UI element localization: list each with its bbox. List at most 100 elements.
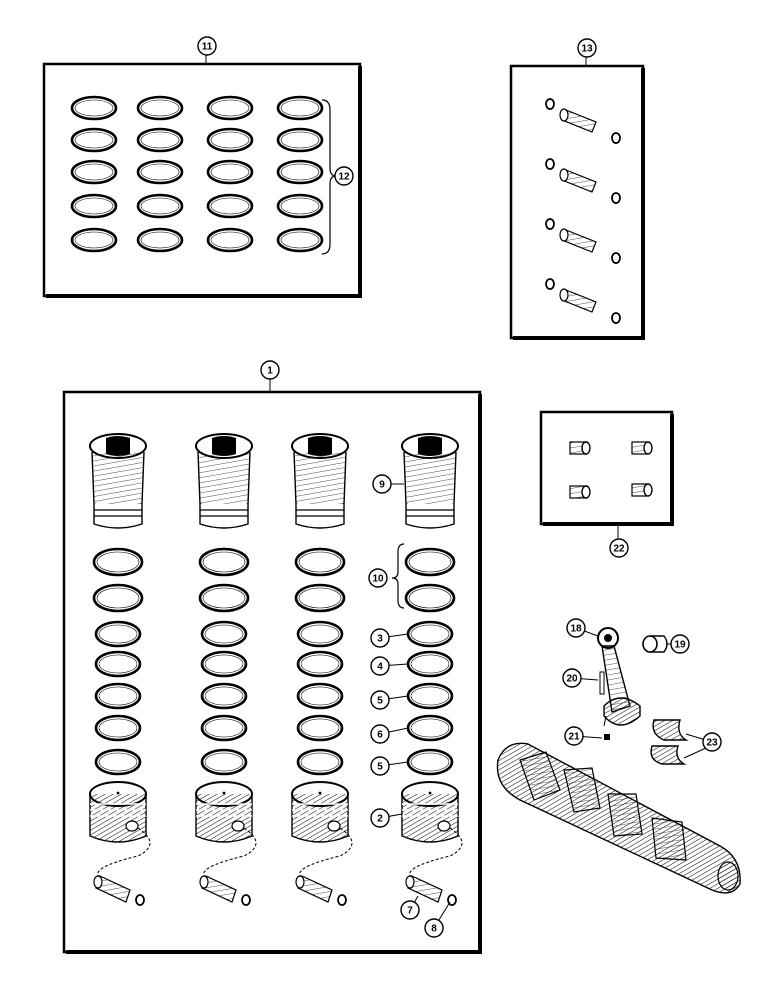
piston-ring bbox=[276, 193, 324, 219]
piston-ring bbox=[94, 620, 142, 648]
piston-ring bbox=[200, 682, 248, 710]
piston bbox=[89, 781, 147, 843]
piston-ring bbox=[276, 159, 324, 185]
piston-ring bbox=[70, 159, 118, 185]
snap-ring bbox=[611, 252, 621, 264]
piston-pin bbox=[559, 228, 597, 253]
piston-ring bbox=[136, 193, 184, 219]
rod-bushing bbox=[642, 635, 668, 653]
callout-label: 21 bbox=[568, 732, 580, 743]
piston-ring bbox=[70, 193, 118, 219]
piston-ring bbox=[276, 227, 324, 253]
piston-pin bbox=[405, 875, 443, 903]
piston-ring bbox=[206, 227, 254, 253]
callout-label: 4 bbox=[377, 662, 383, 673]
callout-7: 7 bbox=[400, 895, 420, 920]
piston-ring bbox=[296, 620, 344, 648]
bushing-set-panel bbox=[539, 410, 674, 538]
sleeve-seal-ring bbox=[92, 583, 144, 613]
piston-ring-set-panel bbox=[42, 54, 362, 298]
callout-label: 2 bbox=[377, 814, 383, 825]
callout-5: 5 bbox=[370, 756, 409, 776]
piston-ring bbox=[206, 159, 254, 185]
sleeve-seal-ring bbox=[198, 583, 250, 613]
piston-ring bbox=[136, 227, 184, 253]
piston-pin-set-panel bbox=[509, 56, 645, 340]
callout-label: 8 bbox=[431, 924, 437, 935]
piston-ring bbox=[70, 127, 118, 153]
piston-ring bbox=[276, 95, 324, 121]
snap-ring bbox=[447, 894, 457, 906]
callout-20: 20 bbox=[562, 668, 599, 688]
piston-pin bbox=[559, 288, 597, 313]
piston-ring bbox=[70, 227, 118, 253]
callout-23: 23 bbox=[685, 732, 722, 752]
callout-label: 7 bbox=[407, 906, 413, 917]
callout-19: 19 bbox=[666, 634, 690, 654]
callout-label: 12 bbox=[338, 172, 350, 183]
callout-label: 10 bbox=[372, 574, 384, 585]
rod-bearing-halves bbox=[650, 719, 689, 765]
piston-ring bbox=[136, 159, 184, 185]
piston-ring bbox=[94, 650, 142, 678]
rod-bolt bbox=[599, 671, 605, 695]
ring-grid bbox=[70, 95, 324, 253]
callout-10: 10 bbox=[368, 568, 388, 588]
callout-label: 19 bbox=[674, 640, 686, 651]
cylinder-sleeve bbox=[89, 433, 147, 529]
callout-label: 18 bbox=[570, 624, 582, 635]
cylinder-sleeve bbox=[195, 433, 253, 529]
piston bbox=[291, 781, 349, 843]
sleeve-seal-ring bbox=[404, 547, 456, 577]
sleeve-seal-ring bbox=[404, 583, 456, 613]
rod-nut bbox=[604, 734, 610, 740]
sleeve-piston-kit-panel bbox=[62, 378, 482, 954]
piston bbox=[195, 781, 253, 843]
callout-label: 6 bbox=[377, 730, 383, 741]
piston-ring bbox=[206, 193, 254, 219]
bushing bbox=[631, 483, 653, 497]
callout-8: 8 bbox=[424, 901, 451, 938]
callout-label: 22 bbox=[613, 544, 625, 555]
piston-ring bbox=[296, 714, 344, 742]
piston-ring bbox=[200, 748, 248, 776]
snap-ring bbox=[241, 894, 251, 906]
callout-9: 9 bbox=[372, 474, 404, 494]
callout-label: 9 bbox=[379, 480, 385, 491]
callout-4: 4 bbox=[370, 656, 409, 676]
piston-ring bbox=[406, 650, 454, 678]
piston-pin bbox=[93, 875, 131, 903]
piston-pin bbox=[199, 875, 237, 903]
piston-ring bbox=[406, 682, 454, 710]
snap-ring bbox=[135, 894, 145, 906]
callout-label: 5 bbox=[377, 762, 383, 773]
callout-6: 6 bbox=[370, 724, 409, 744]
piston-ring bbox=[296, 650, 344, 678]
sleeve-seal-ring bbox=[294, 547, 346, 577]
piston-ring bbox=[136, 127, 184, 153]
piston-pin bbox=[295, 875, 333, 903]
callout-label: 20 bbox=[566, 674, 578, 685]
bushing bbox=[569, 441, 591, 455]
piston-ring bbox=[200, 650, 248, 678]
snap-ring bbox=[545, 158, 555, 170]
sleeve-seal-ring bbox=[92, 547, 144, 577]
piston-ring bbox=[70, 95, 118, 121]
callout-label: 5 bbox=[377, 696, 383, 707]
callout-label: 13 bbox=[581, 44, 593, 55]
crankshaft bbox=[496, 742, 741, 894]
callout-22: 22 bbox=[609, 538, 629, 558]
callout-label: 23 bbox=[706, 738, 718, 749]
piston-ring bbox=[406, 714, 454, 742]
connecting-rod bbox=[597, 627, 641, 727]
piston-ring bbox=[296, 682, 344, 710]
snap-ring bbox=[611, 192, 621, 204]
snap-ring bbox=[337, 894, 347, 906]
cylinder-sleeve bbox=[401, 433, 459, 529]
snap-ring bbox=[545, 218, 555, 230]
callout-11: 11 bbox=[197, 36, 217, 56]
cylinder-sleeve bbox=[291, 433, 349, 529]
piston-ring bbox=[206, 95, 254, 121]
piston-ring bbox=[94, 714, 142, 742]
